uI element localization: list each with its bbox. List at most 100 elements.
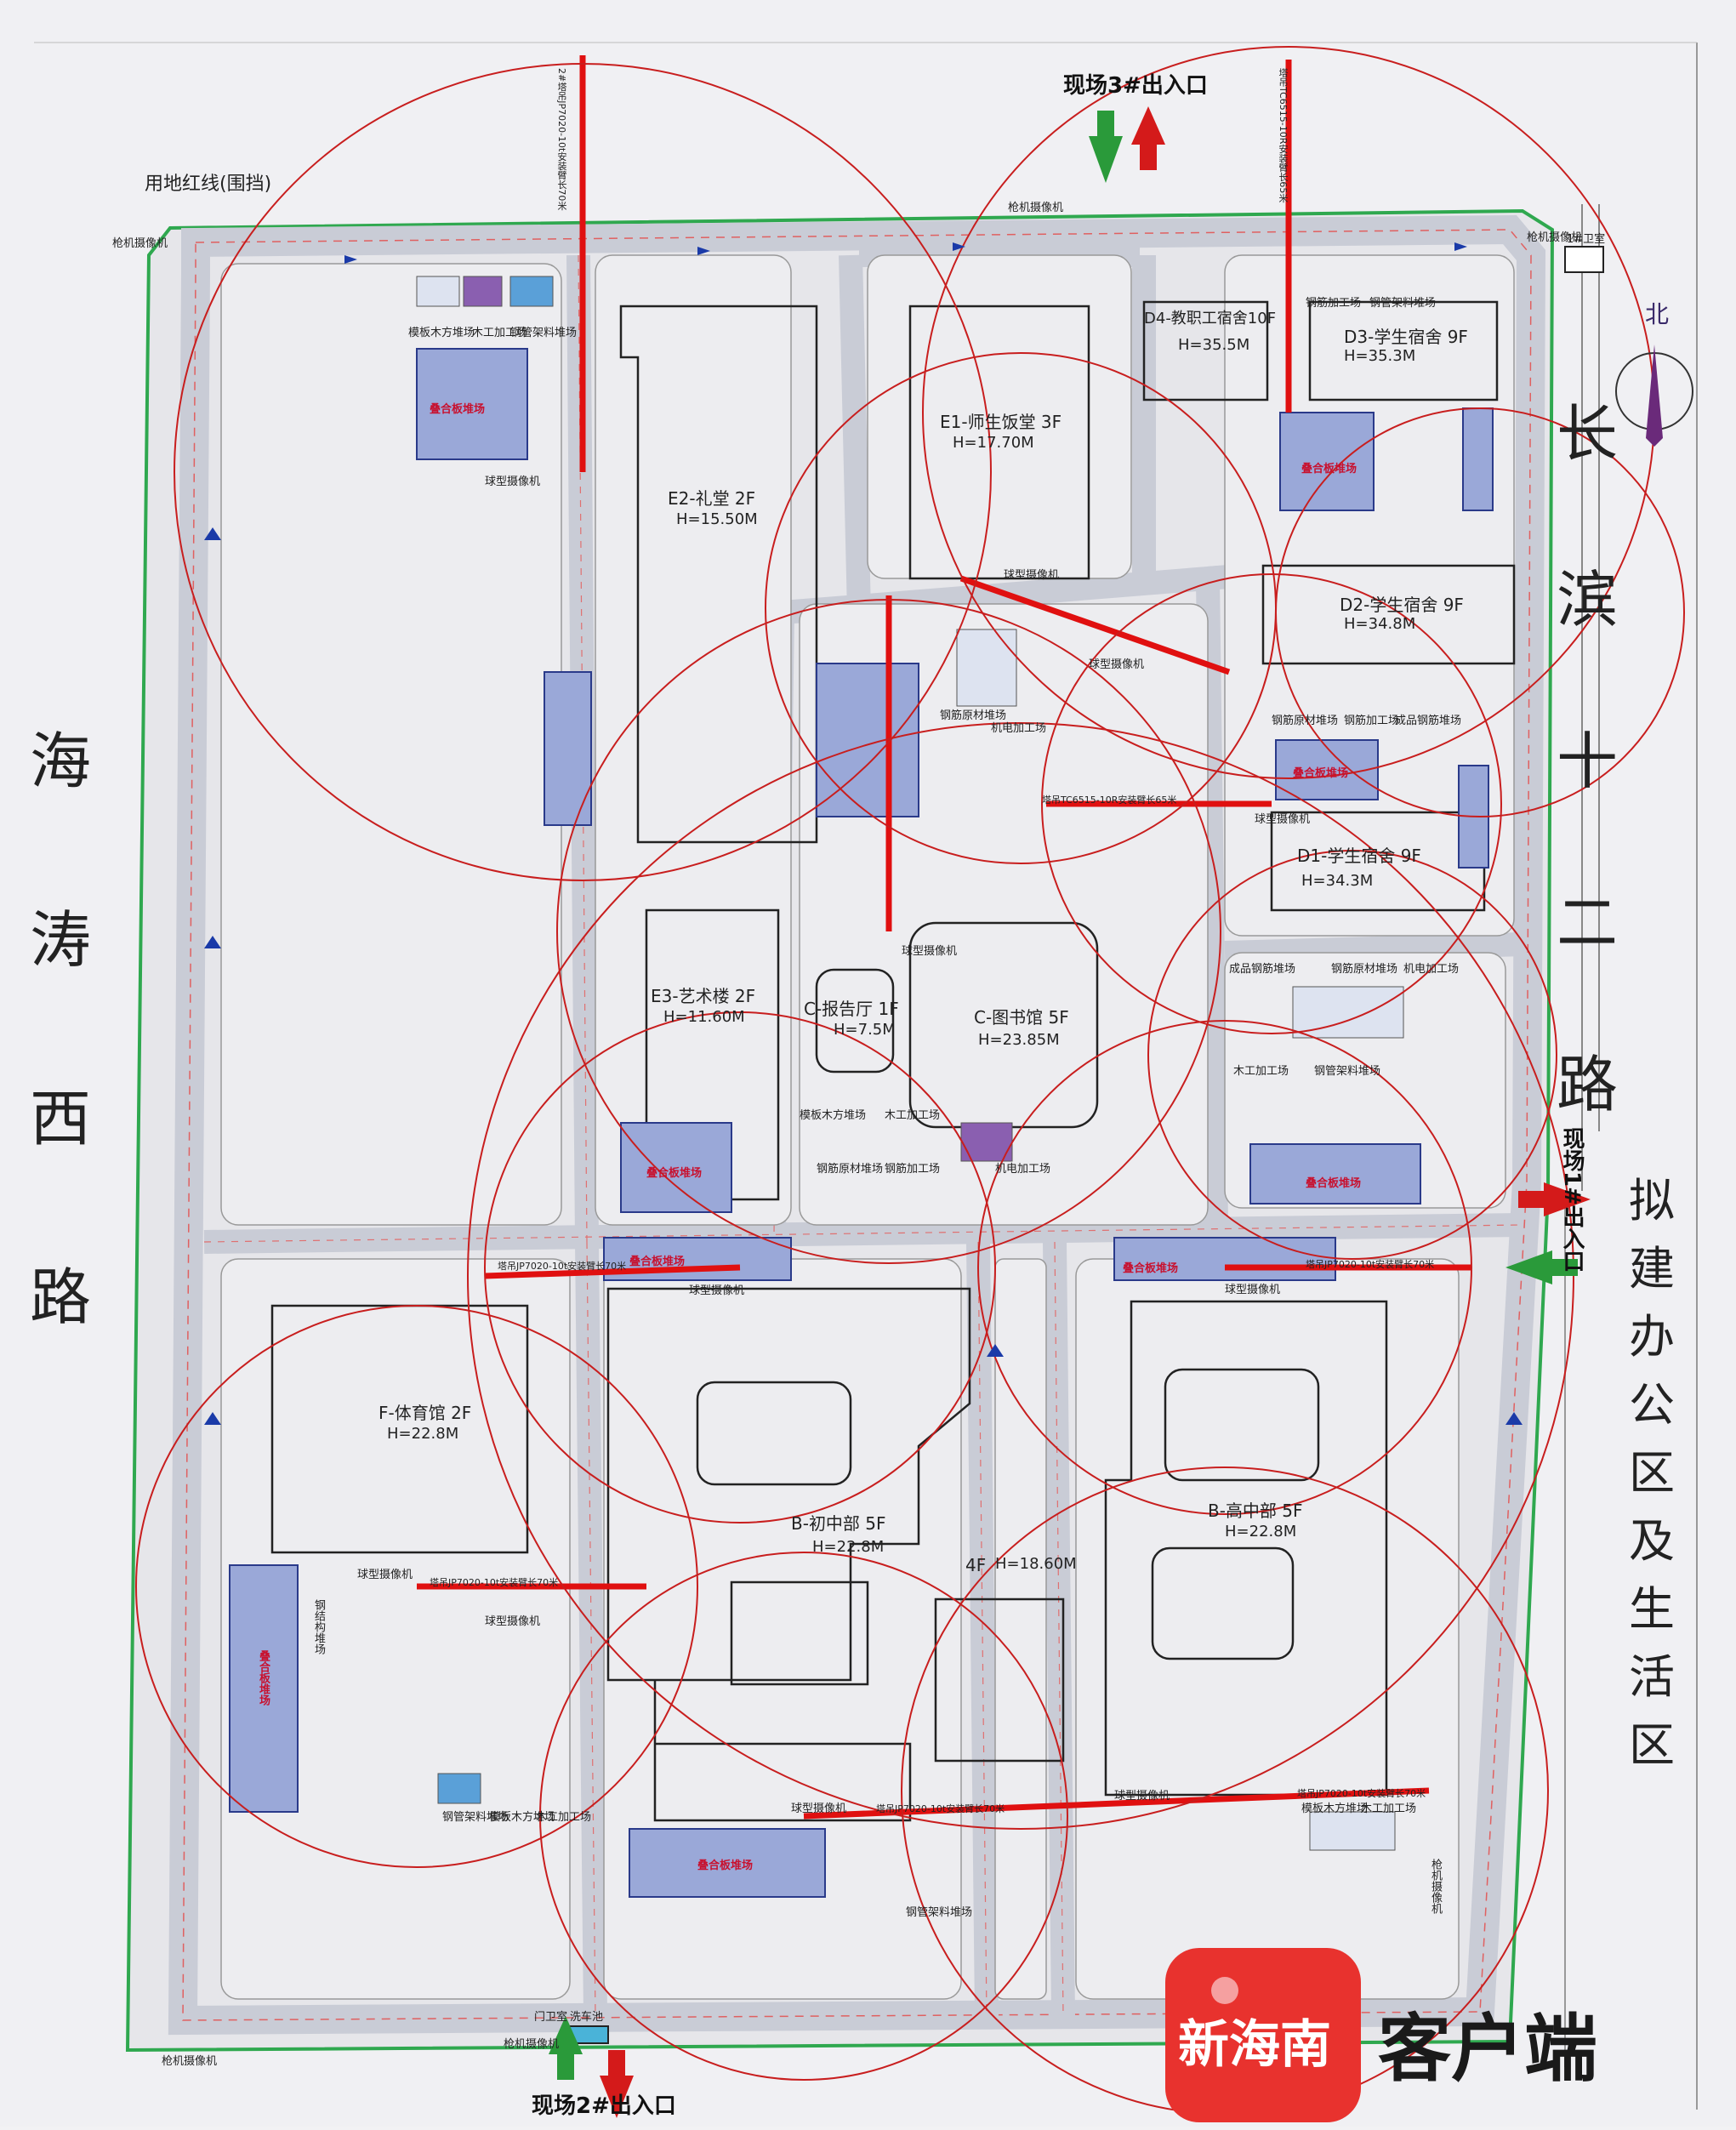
d2-height: H=34.8M: [1344, 615, 1416, 633]
c-lib-height: H=23.85M: [978, 1031, 1060, 1049]
f-height: H=22.8M: [387, 1425, 459, 1443]
crane-b4-label: 塔吊JP7020-10t安装臂长70米: [1297, 1788, 1426, 1799]
rebar-raw-label: 钢筋原材堆场: [1331, 963, 1398, 976]
building-e1: [908, 305, 1090, 580]
east-road-char: 二: [1557, 887, 1618, 959]
gun-camera-label: 枪机摄像机: [1527, 231, 1583, 244]
rebar-raw-label: 钢筋原材堆场: [817, 1163, 884, 1176]
template-wood-label: 模板木方堆场: [489, 1811, 556, 1824]
c-hall-name: C-报告厅 1F: [804, 999, 899, 1019]
watermark-logo: [1165, 1948, 1361, 2122]
west-road-char: 西: [30, 1083, 91, 1154]
e3-height: H=11.60M: [663, 1008, 745, 1026]
ball-camera-label: 球型摄像机: [902, 945, 958, 958]
e1-name: E1-师生饭堂 3F: [940, 412, 1062, 432]
proposed-area-label: 拟 建 办 公 区 及 生 活 区: [1629, 1174, 1675, 1772]
e2-name: E2-礼堂 2F: [668, 488, 756, 509]
ball-camera-label: 球型摄像机: [1255, 813, 1311, 826]
template-wood-label: 模板木方堆场: [408, 327, 475, 339]
west-road-char: 涛: [30, 904, 91, 976]
building-c-hall: [815, 968, 895, 1074]
steel-material-label: 钢管架料堆场: [510, 327, 578, 339]
ball-camera-label: 球型摄像机: [485, 476, 541, 488]
d3-height: H=35.3M: [1344, 347, 1416, 365]
ball-camera-label: 球型摄像机: [357, 1569, 413, 1581]
west-road-char: 海: [30, 726, 91, 797]
svg-text:区: 区: [1629, 1718, 1675, 1772]
steel-struct-label: 钢结构堆场: [312, 1599, 325, 1654]
gun-camera-label: 枪机摄像机: [1008, 202, 1064, 214]
ball-camera-label: 球型摄像机: [791, 1803, 847, 1815]
rebar-work-label: 钢筋加工场: [1306, 297, 1362, 310]
gun-camera-label: 枪机摄像机: [162, 2055, 218, 2068]
template-wood-label: 模板木方堆场: [800, 1109, 867, 1122]
stack-board-label: 叠合板堆场: [1123, 1262, 1179, 1275]
rebar-work-label: 钢筋加工场: [885, 1163, 941, 1176]
ball-camera-label: 球型摄像机: [1004, 569, 1060, 582]
crane-f-label: 塔吊JP7020-10t安装臂长70米: [430, 1577, 559, 1588]
stack-board-label: 叠合板堆场: [1293, 767, 1349, 780]
gate1-label[interactable]: 现场1#出入口: [1559, 1127, 1585, 1272]
stack-board-label: 叠合板堆场: [1306, 1177, 1362, 1190]
stack-board-label: 叠合板堆场: [257, 1650, 270, 1706]
north-compass: [1615, 345, 1693, 447]
ball-camera-label: 球型摄像机: [689, 1284, 745, 1297]
svg-text:建: 建: [1629, 1242, 1675, 1296]
e1-height: H=17.70M: [953, 434, 1034, 452]
east-road-char: 十: [1557, 726, 1618, 797]
watermark-logo-text: 新海南: [1178, 2015, 1331, 2075]
steel-material-label: 钢管架料堆场: [906, 1906, 973, 1919]
building-d2: [1261, 564, 1516, 665]
e2-height: H=15.50M: [676, 510, 758, 528]
b-senior-height: H=22.8M: [1225, 1523, 1297, 1541]
site-blocks: [220, 254, 1515, 2000]
wash-pool-label: 洗车池: [570, 2011, 604, 2024]
d1-name: D1-学生宿舍 9F: [1297, 846, 1421, 866]
gate1-arrows: [1505, 1182, 1591, 1284]
rebar-done-label: 成品钢筋堆场: [1229, 963, 1296, 976]
svg-text:拟: 拟: [1629, 1174, 1675, 1227]
wood-work-label: 木工加工场: [536, 1811, 592, 1824]
c-lib-name: C-图书馆 5F: [974, 1007, 1069, 1028]
building-b-senior: [1104, 1300, 1388, 1797]
building-d3: [1308, 300, 1499, 402]
ball-camera-label: 球型摄像机: [1089, 658, 1145, 671]
mep-work-label: 机电加工场: [1403, 963, 1460, 976]
d4-height: H=35.5M: [1178, 336, 1250, 354]
crane-c-label: 塔吊TC6515-10R安装臂长65米: [1042, 794, 1177, 806]
rebar-work-label: 钢筋加工场: [1344, 715, 1400, 727]
camera-markers: [204, 242, 1523, 1425]
f-name: F-体育馆 2F: [379, 1403, 472, 1423]
b-junior-height: H=22.8M: [812, 1538, 885, 1556]
guard-room-1-shape: [1564, 246, 1604, 273]
wood-work-label: 木工加工场: [472, 327, 528, 339]
ball-camera-label: 球型摄像机: [1114, 1790, 1170, 1803]
gun-camera-label: 枪机摄像机: [504, 2038, 560, 2051]
svg-text:公: 公: [1629, 1378, 1675, 1432]
gate2-arrows: [549, 2016, 634, 2118]
gate3-label[interactable]: 现场3#出入口: [1063, 73, 1208, 99]
boundary-label: 用地红线(围挡): [145, 174, 272, 195]
gate2-label[interactable]: 现场2#出入口: [532, 2093, 676, 2119]
steel-material-label: 钢管架料堆场: [442, 1811, 509, 1824]
template-wood-label: 模板木方堆场: [1301, 1803, 1369, 1815]
b-junior-name: B-初中部 5F: [791, 1513, 886, 1534]
north-label: 北: [1645, 300, 1670, 328]
crane-bs-label: 塔吊JP7020-10t安装臂长70米: [1306, 1259, 1435, 1270]
crane-d4-label: 塔吊TC6515-10R安装臂长65米: [1278, 68, 1289, 203]
guard-room-1-label: 1#卫室: [1567, 233, 1606, 246]
svg-text:及: 及: [1629, 1514, 1675, 1568]
building-b-junior: [606, 1287, 971, 1822]
steel-material-label: 钢管架料堆场: [1369, 297, 1437, 310]
rebar-raw-label: 钢筋原材堆场: [1272, 715, 1339, 727]
d1-height: H=34.3M: [1301, 872, 1374, 890]
b-senior-name: B-高中部 5F: [1208, 1501, 1303, 1521]
crane-e3-label: 塔吊JP7020-10t安装臂长70米: [498, 1261, 627, 1272]
mep-work-label: 机电加工场: [995, 1163, 1051, 1176]
east-road-char: 路: [1557, 1049, 1618, 1120]
stack-board-label: 叠合板堆场: [697, 1859, 754, 1872]
gun-camera-label: 枪机摄像机: [112, 237, 168, 250]
d2-name: D2-学生宿舍 9F: [1340, 595, 1464, 615]
